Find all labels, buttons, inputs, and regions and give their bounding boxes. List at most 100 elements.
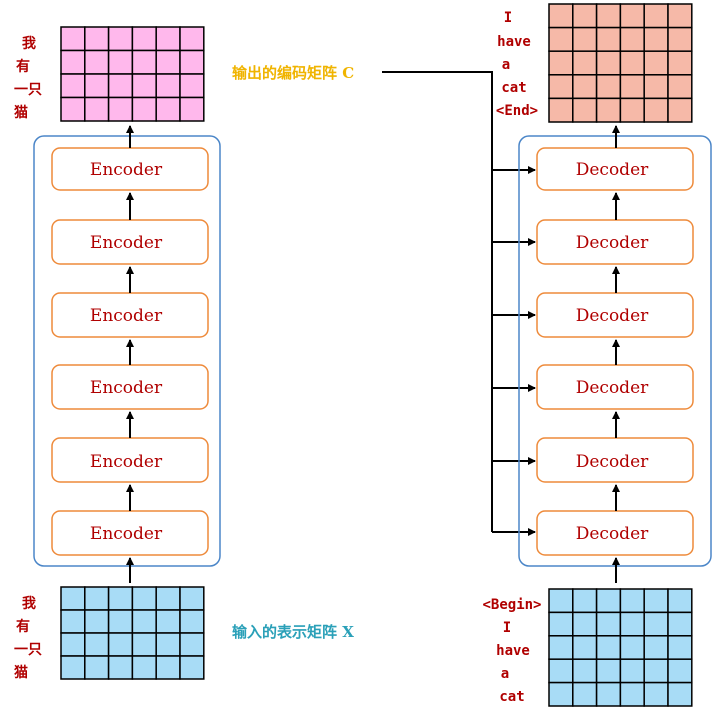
matrix-cell xyxy=(60,73,86,99)
matrix-cell xyxy=(667,97,693,123)
matrix-cell xyxy=(595,3,622,29)
matrix-cell xyxy=(595,611,622,637)
matrix-cell xyxy=(107,96,134,122)
matrix-cell xyxy=(155,632,181,657)
matrix-cell xyxy=(60,632,86,657)
decoder-block: Decoder xyxy=(536,437,694,483)
matrix-cell xyxy=(667,635,693,660)
matrix-cell xyxy=(643,635,669,660)
matrix-cell xyxy=(619,611,645,637)
decoder-output-token: <End> xyxy=(496,103,538,119)
matrix-cell xyxy=(619,50,645,76)
matrix-cell xyxy=(60,49,86,75)
matrix-cell xyxy=(572,97,598,123)
matrix-cell xyxy=(619,681,645,707)
encoding-connection xyxy=(382,71,536,536)
encoder-output-token: 我 xyxy=(22,36,36,52)
matrix-cell xyxy=(131,655,157,680)
matrix-cell xyxy=(155,26,181,52)
matrix-cell xyxy=(643,97,669,123)
encoder-input-token: 我 xyxy=(22,596,36,612)
decoder-block-label: Decoder xyxy=(576,524,649,544)
matrix-cell xyxy=(619,588,645,614)
decoder-output-token: I xyxy=(504,10,512,26)
matrix-cell xyxy=(179,96,205,122)
matrix-cell xyxy=(548,658,574,684)
decoder-input-token: <Begin> xyxy=(482,597,541,613)
matrix-cell xyxy=(155,609,181,634)
encoder-output-token: 有 xyxy=(16,58,30,75)
matrix-cell xyxy=(131,73,157,99)
encoder-block: Encoder xyxy=(51,364,209,410)
encoder-input-label: 输入的表示矩阵 X xyxy=(232,623,354,641)
decoder-input-matrix xyxy=(548,588,693,707)
encoder-block-label: Encoder xyxy=(90,452,163,472)
matrix-cell xyxy=(179,655,205,680)
matrix-cell xyxy=(84,632,110,657)
decoder-block: Decoder xyxy=(536,364,694,410)
encoder-block-label: Encoder xyxy=(90,378,163,398)
matrix-cell xyxy=(619,74,645,100)
matrix-cell xyxy=(595,681,622,707)
matrix-cell xyxy=(179,26,205,52)
matrix-cell xyxy=(131,49,157,75)
matrix-cell xyxy=(155,96,181,122)
matrix-cell xyxy=(595,50,622,76)
matrix-cell xyxy=(107,632,134,657)
matrix-cell xyxy=(572,635,598,660)
matrix-cell xyxy=(107,73,134,99)
matrix-cell xyxy=(60,586,86,611)
matrix-cell xyxy=(667,588,693,614)
encoder-output-token: 一只 xyxy=(14,82,42,98)
matrix-cell xyxy=(131,96,157,122)
encoder-block: Encoder xyxy=(51,219,209,265)
matrix-cell xyxy=(60,26,86,52)
decoder-block-label: Decoder xyxy=(576,233,649,253)
matrix-cell xyxy=(548,3,574,29)
matrix-cell xyxy=(548,681,574,707)
matrix-cell xyxy=(667,26,693,52)
matrix-cell xyxy=(595,26,622,52)
matrix-cell xyxy=(155,49,181,75)
matrix-cell xyxy=(572,50,598,76)
encoder-input-token: 一只 xyxy=(14,642,42,658)
encoder-block: Encoder xyxy=(51,510,209,556)
matrix-cell xyxy=(84,73,110,99)
matrix-cell xyxy=(619,635,645,660)
matrix-cell xyxy=(619,97,645,123)
encoder-input-token: 有 xyxy=(16,618,30,635)
decoder-input-token: a xyxy=(501,666,509,682)
encoder-block: Encoder xyxy=(51,437,209,483)
matrix-cell xyxy=(548,97,574,123)
matrix-cell xyxy=(667,611,693,637)
matrix-cell xyxy=(548,26,574,52)
matrix-cell xyxy=(84,655,110,680)
matrix-cell xyxy=(155,655,181,680)
decoder-input-token: have xyxy=(496,643,530,659)
matrix-cell xyxy=(572,588,598,614)
decoder-output-token: cat xyxy=(501,80,526,96)
matrix-cell xyxy=(643,681,669,707)
encoder-block: Encoder xyxy=(51,292,209,338)
matrix-cell xyxy=(595,588,622,614)
matrix-cell xyxy=(131,632,157,657)
matrix-cell xyxy=(667,681,693,707)
matrix-cell xyxy=(572,681,598,707)
encoder-stack xyxy=(33,135,221,567)
matrix-cell xyxy=(107,26,134,52)
matrix-cell xyxy=(179,586,205,611)
decoder-block: Decoder xyxy=(536,510,694,556)
matrix-cell xyxy=(179,632,205,657)
matrix-cell xyxy=(107,586,134,611)
matrix-cell xyxy=(155,586,181,611)
matrix-cell xyxy=(548,588,574,614)
matrix-cell xyxy=(572,611,598,637)
encoder-input-token: 猫 xyxy=(14,664,28,681)
matrix-cell xyxy=(107,655,134,680)
matrix-cell xyxy=(619,26,645,52)
decoder-block: Decoder xyxy=(536,292,694,338)
decoder-block: Decoder xyxy=(536,219,694,265)
matrix-cell xyxy=(595,658,622,684)
matrix-cell xyxy=(548,50,574,76)
